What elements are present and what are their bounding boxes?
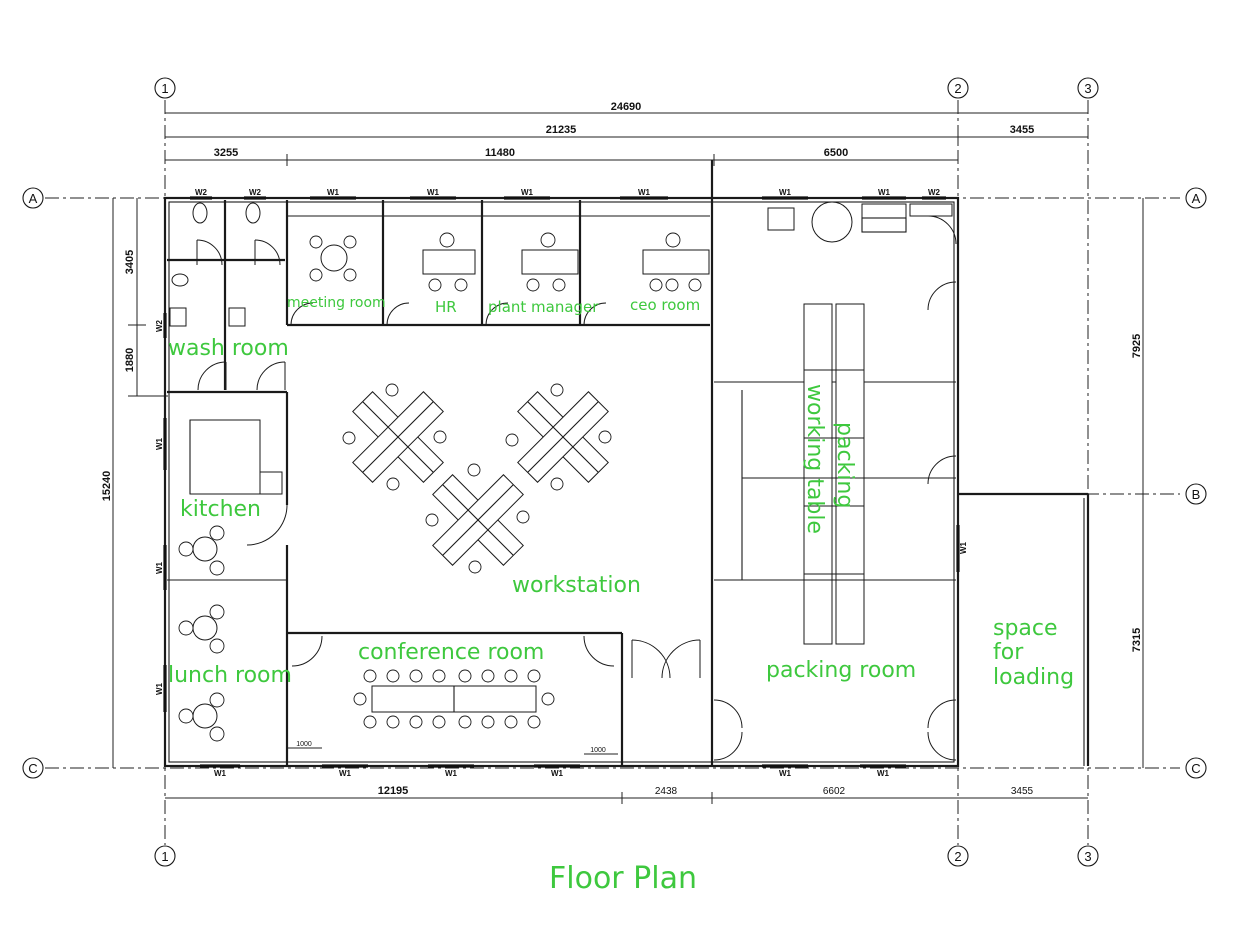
axis-label-A-left: A — [29, 191, 38, 206]
windows: W2 W2 W1 W1 W1 W1 W1 W1 W2 W2 W1 W1 W1 W… — [155, 188, 968, 778]
window-tag: W2 — [195, 188, 208, 197]
label-kitchen: kitchen — [180, 497, 261, 522]
window-tag: W2 — [249, 188, 262, 197]
dim-overall: 24690 — [611, 101, 642, 113]
window-tag: W2 — [928, 188, 941, 197]
label-lunch-room: lunch room — [168, 663, 292, 688]
dim-bottom-left: 12195 — [378, 785, 409, 797]
window-tag: W1 — [327, 188, 340, 197]
axis-label-1-bottom: 1 — [161, 849, 168, 864]
lunch-tables — [178, 525, 225, 742]
conference-table — [353, 669, 555, 729]
dim-left-lower: 1880 — [124, 348, 136, 372]
window-tag: W1 — [427, 188, 440, 197]
doors — [196, 215, 957, 761]
dim-right-lower: 7315 — [1131, 628, 1143, 652]
window-tag: W1 — [638, 188, 651, 197]
label-conference-room: conference room — [358, 640, 544, 665]
dimension-lines: 24690 21235 3455 3255 11480 6500 12195 2… — [101, 101, 1149, 804]
axis-label-3-bottom: 3 — [1084, 849, 1091, 864]
label-packing-room: packing room — [766, 658, 916, 683]
window-tag: W1 — [214, 769, 227, 778]
label-wash-room: wash room — [168, 336, 289, 361]
label-meeting-room: meeting room — [287, 295, 386, 311]
office-desks — [422, 232, 710, 292]
axis-label-2-top: 2 — [954, 81, 961, 96]
axis-label-2-bottom: 2 — [954, 849, 961, 864]
window-tag: W1 — [779, 769, 792, 778]
window-tag: W1 — [779, 188, 792, 197]
label-space-for-loading-2: for — [993, 640, 1024, 665]
dim-top-right: 6500 — [824, 147, 848, 159]
window-tag: W1 — [445, 769, 458, 778]
label-plant-manager: plant manager — [488, 298, 599, 316]
dim-conf-left: 1000 — [296, 741, 312, 748]
wash-room-fixtures — [169, 202, 261, 327]
label-space-for-loading-3: loading — [993, 665, 1074, 690]
dim-bottom-mid: 6602 — [823, 786, 846, 797]
label-ceo-room: ceo room — [630, 296, 700, 314]
walls — [163, 160, 1090, 768]
label-packing: packing — [832, 422, 857, 508]
plan-title: Floor Plan — [549, 861, 697, 896]
window-tag: W1 — [155, 561, 164, 574]
axis-label-A-right: A — [1192, 191, 1201, 206]
workstation-pods — [342, 383, 612, 574]
dim-left-total: 15240 — [101, 471, 113, 502]
window-tag: W1 — [521, 188, 534, 197]
window-tag: W1 — [155, 437, 164, 450]
dim-right-width: 3455 — [1010, 124, 1034, 136]
dim-main-width: 21235 — [546, 124, 577, 136]
kitchen-counter — [189, 419, 283, 495]
window-tag: W1 — [155, 682, 164, 695]
label-workstation: workstation — [512, 573, 641, 598]
dim-top-left: 3255 — [214, 147, 238, 159]
room-labels: wash room meeting room HR plant manager … — [168, 295, 1074, 690]
axis-label-1-top: 1 — [161, 81, 168, 96]
window-tag: W2 — [155, 319, 164, 332]
dim-left-upper: 3405 — [124, 250, 136, 274]
axis-label-B-right: B — [1192, 487, 1201, 502]
axis-label-C-left: C — [28, 761, 37, 776]
packing-equipment — [741, 201, 956, 645]
window-tag: W1 — [878, 188, 891, 197]
axis-label-C-right: C — [1191, 761, 1200, 776]
window-tag: W1 — [551, 769, 564, 778]
meeting-table — [309, 235, 357, 282]
window-tag: W1 — [877, 769, 890, 778]
grid-bubbles: 1 2 3 1 2 3 A C A B C — [22, 77, 1207, 867]
dim-conf-right: 1000 — [590, 747, 606, 754]
label-space-for-loading-1: space — [993, 616, 1058, 641]
dim-right-upper: 7925 — [1131, 334, 1143, 358]
dim-top-mid: 11480 — [485, 147, 515, 159]
axis-label-3-top: 3 — [1084, 81, 1091, 96]
label-working-table: working table — [802, 384, 827, 534]
dim-bottom-door: 2438 — [655, 786, 678, 797]
label-hr: HR — [435, 298, 457, 316]
window-tag: W1 — [959, 541, 968, 554]
window-tag: W1 — [339, 769, 352, 778]
dim-bottom-right: 3455 — [1011, 786, 1034, 797]
